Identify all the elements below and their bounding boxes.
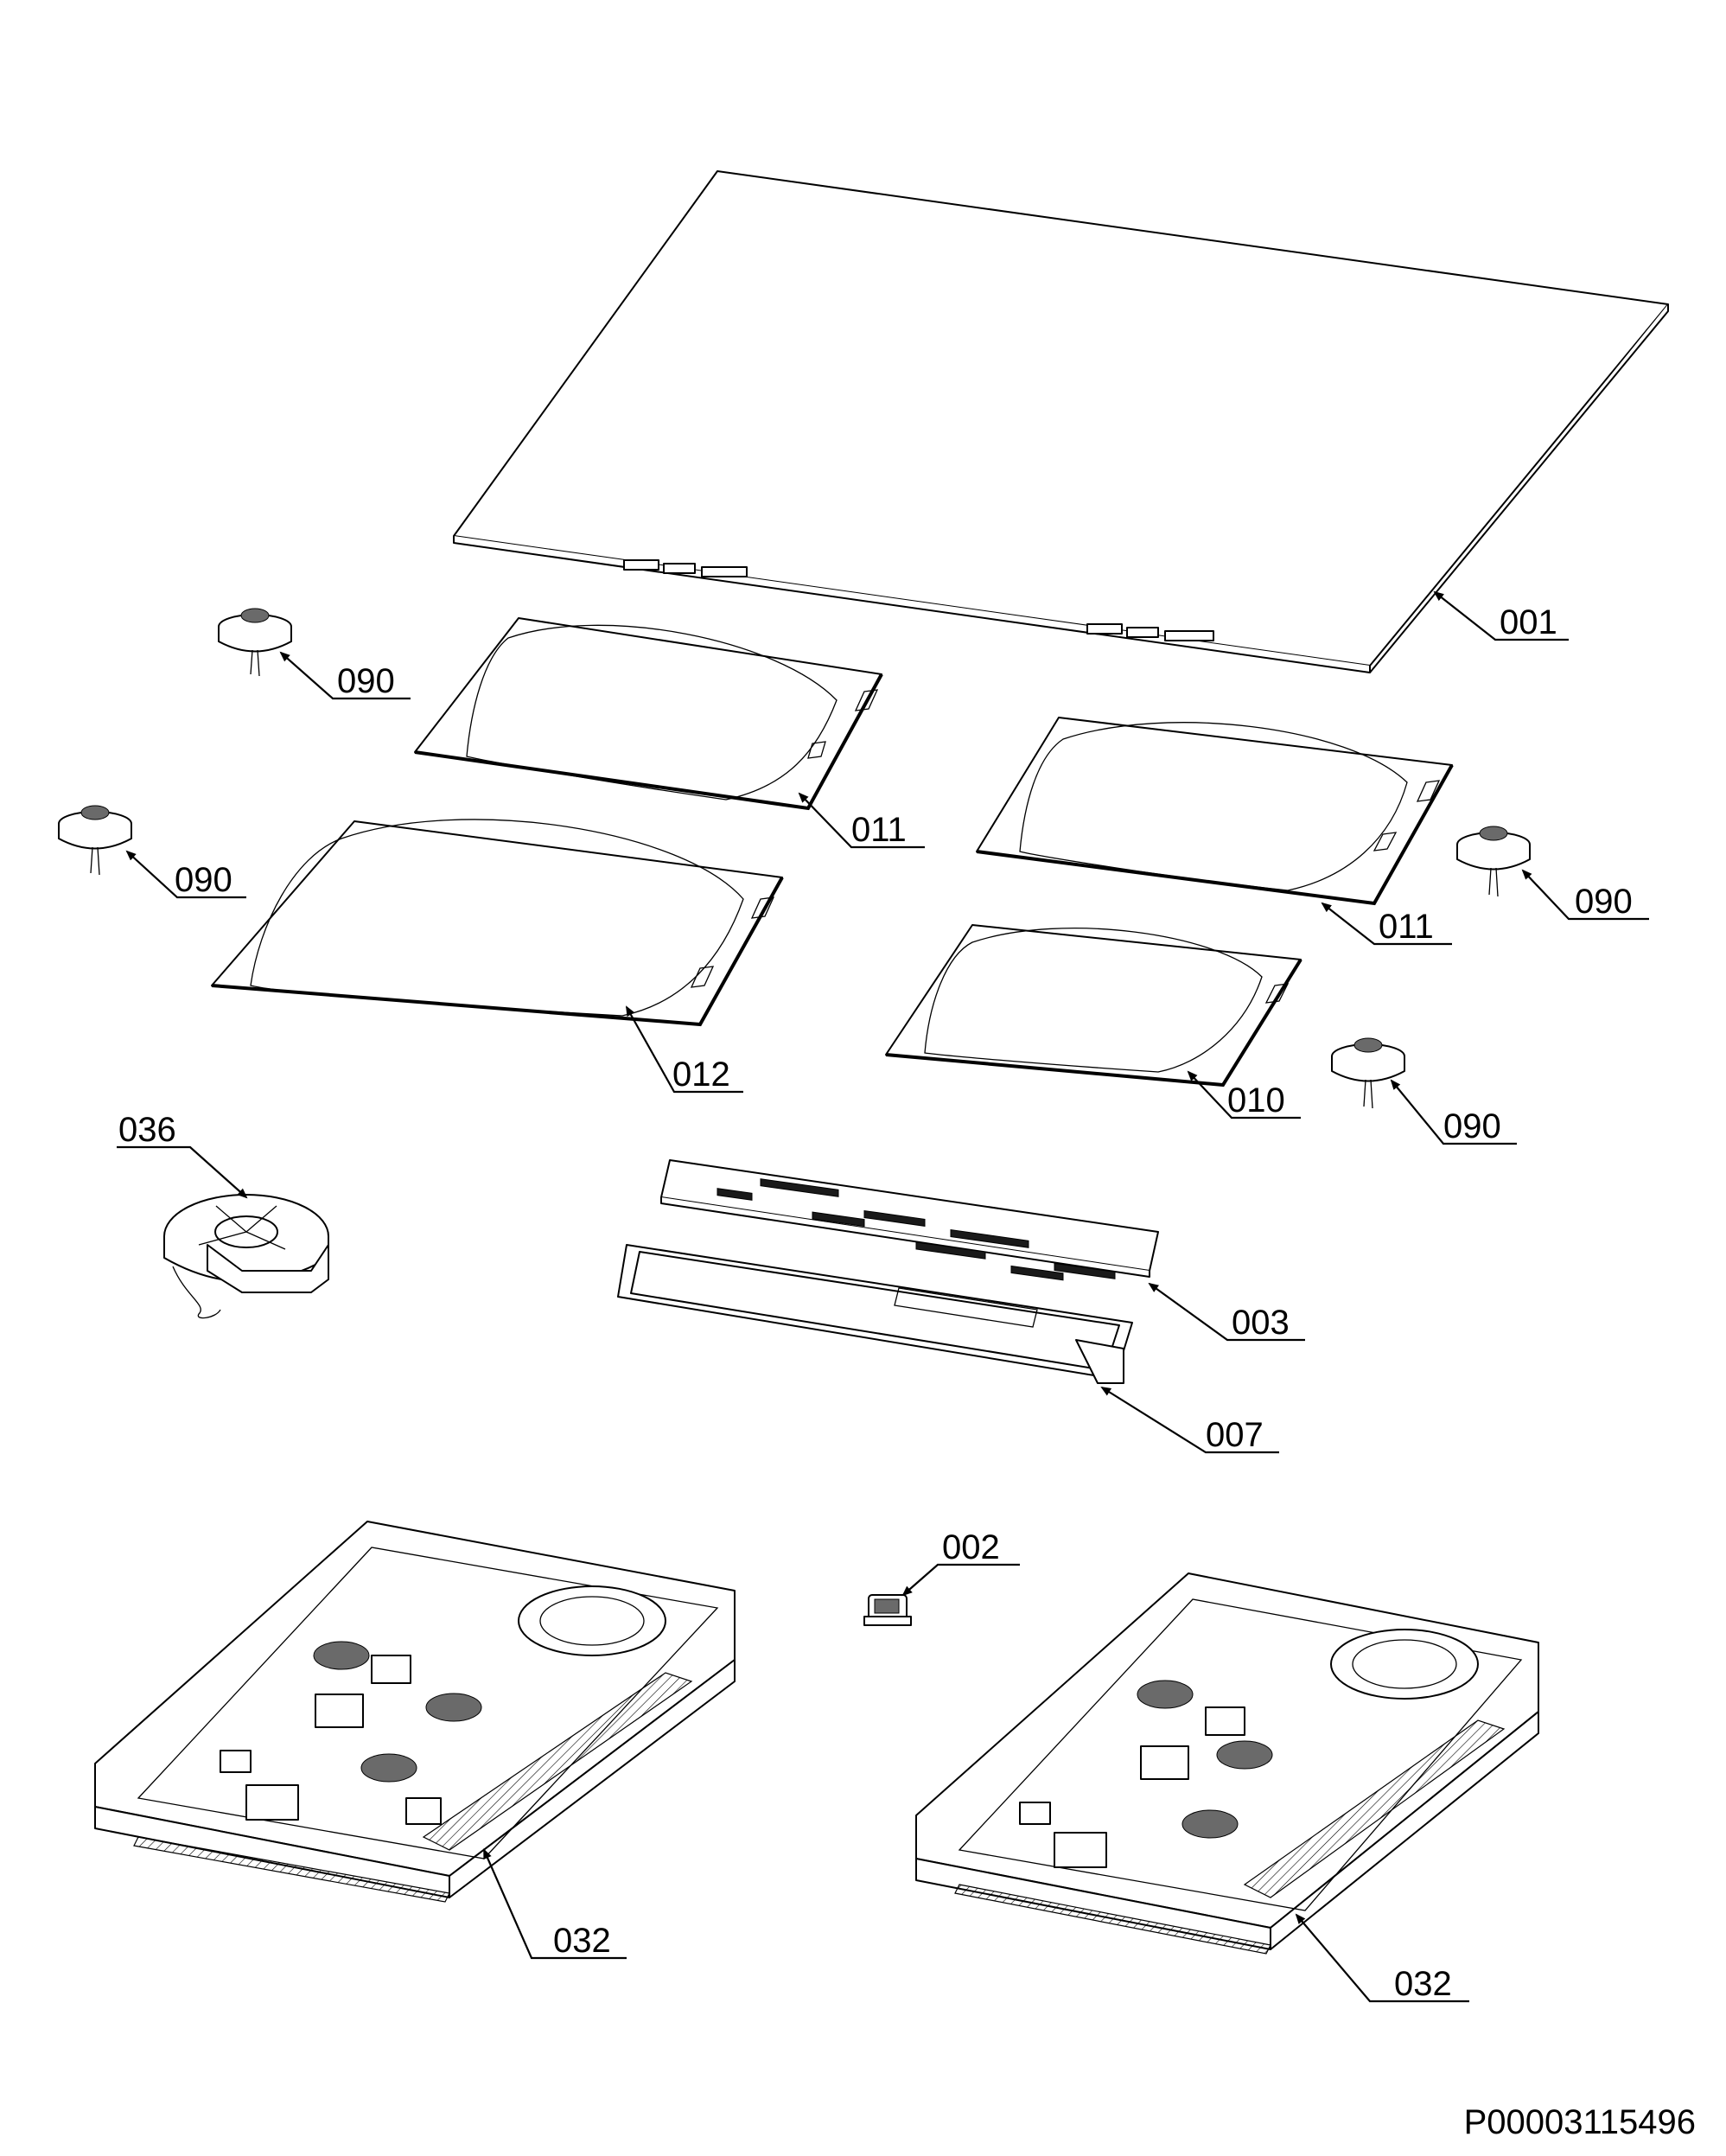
callout-036: 036 [118,1111,176,1149]
callout-090-b: 090 [175,861,232,899]
callout-leaders [117,590,1649,2003]
callout-003: 003 [1232,1304,1290,1342]
document-id: P00003115496 [1464,2103,1696,2141]
callout-002: 002 [942,1528,1000,1566]
callout-001: 001 [1500,603,1557,641]
callout-012: 012 [672,1056,730,1094]
cooling-fan-036 [163,1194,329,1319]
power-board-032-right [915,1572,1539,1955]
induction-coil-011-left [414,617,883,811]
temperature-sensor-090-c [1456,826,1531,897]
induction-coil-011-right [976,717,1454,906]
callout-090-d: 090 [1443,1107,1501,1145]
temperature-sensor-090-b [58,805,132,876]
temperature-sensor-090-d [1331,1037,1405,1109]
callout-032-a: 032 [553,1922,611,1960]
connector-002 [863,1594,912,1626]
board-frame-007 [617,1244,1133,1384]
power-board-032-left [94,1521,736,1903]
ceramic-glass-top [453,170,1669,673]
control-board-003 [660,1159,1159,1285]
callout-032-b: 032 [1394,1965,1452,2003]
callout-011-a: 011 [851,811,907,849]
callout-090-a: 090 [337,662,395,700]
induction-coil-010 [885,924,1302,1088]
callout-011-b: 011 [1379,908,1434,946]
callout-090-c: 090 [1575,883,1633,921]
callout-007: 007 [1206,1416,1264,1454]
induction-coil-012 [211,819,784,1027]
temperature-sensor-090-a [218,608,292,677]
callout-010: 010 [1227,1081,1285,1119]
